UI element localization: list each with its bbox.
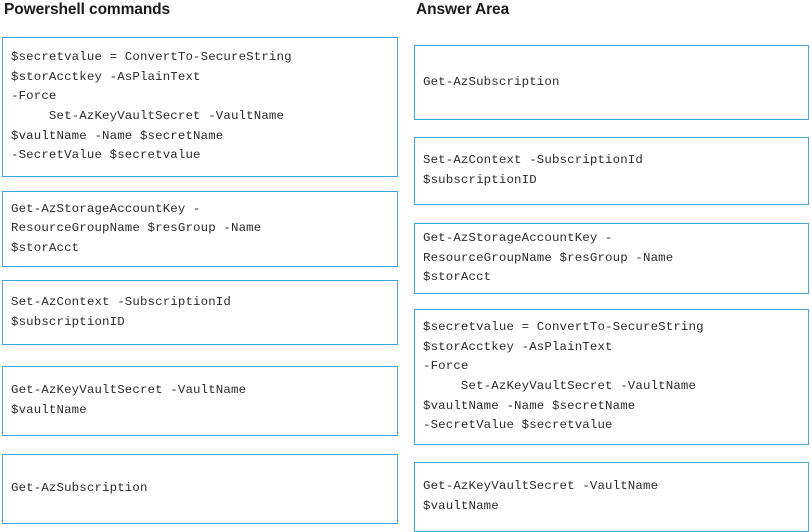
answer-area-list: Get-AzSubscription Set-AzContext -Subscr… [414,19,809,532]
answer-card-get-azkeyvaultsecret[interactable]: Get-AzKeyVaultSecret -VaultName $vaultNa… [414,462,809,532]
command-card-set-azcontext[interactable]: Set-AzContext -SubscriptionId $subscript… [2,280,398,345]
answer-card-text: Get-AzSubscription [423,74,560,89]
powershell-commands-heading: Powershell commands [4,1,171,18]
command-card-text: Get-AzSubscription [11,481,148,496]
answer-area-column: Answer Area Get-AzSubscription Set-AzCon… [405,0,811,532]
command-card-text: $secretvalue = ConvertTo-SecureString $s… [11,50,292,163]
answer-card-text: Get-AzKeyVaultSecret -VaultName $vaultNa… [423,479,659,513]
powershell-commands-column: Powershell commands $secretvalue = Conve… [0,0,405,525]
command-card-get-azsubscription[interactable]: Get-AzSubscription [2,454,398,524]
command-card-convertto-securestring[interactable]: $secretvalue = ConvertTo-SecureString $s… [2,37,398,177]
command-card-text: Get-AzStorageAccountKey - ResourceGroupN… [11,201,262,255]
command-card-text: Set-AzContext -SubscriptionId $subscript… [11,294,231,329]
answer-card-set-azcontext[interactable]: Set-AzContext -SubscriptionId $subscript… [414,137,809,205]
answer-card-text: Set-AzContext -SubscriptionId $subscript… [423,153,643,187]
command-card-text: Get-AzKeyVaultSecret -VaultName $vaultNa… [11,383,247,417]
command-card-get-azstorageaccountkey[interactable]: Get-AzStorageAccountKey - ResourceGroupN… [2,191,398,267]
powershell-commands-list: $secretvalue = ConvertTo-SecureString $s… [2,21,398,524]
command-card-get-azkeyvaultsecret[interactable]: Get-AzKeyVaultSecret -VaultName $vaultNa… [2,366,398,436]
answer-card-text: $secretvalue = ConvertTo-SecureString $s… [423,320,704,433]
answer-card-convertto-securestring[interactable]: $secretvalue = ConvertTo-SecureString $s… [414,309,809,445]
answer-card-get-azstorageaccountkey[interactable]: Get-AzStorageAccountKey - ResourceGroupN… [414,223,809,294]
answer-card-get-azsubscription[interactable]: Get-AzSubscription [414,45,809,120]
answer-card-text: Get-AzStorageAccountKey - ResourceGroupN… [423,231,674,285]
answer-area-heading: Answer Area [416,1,510,18]
